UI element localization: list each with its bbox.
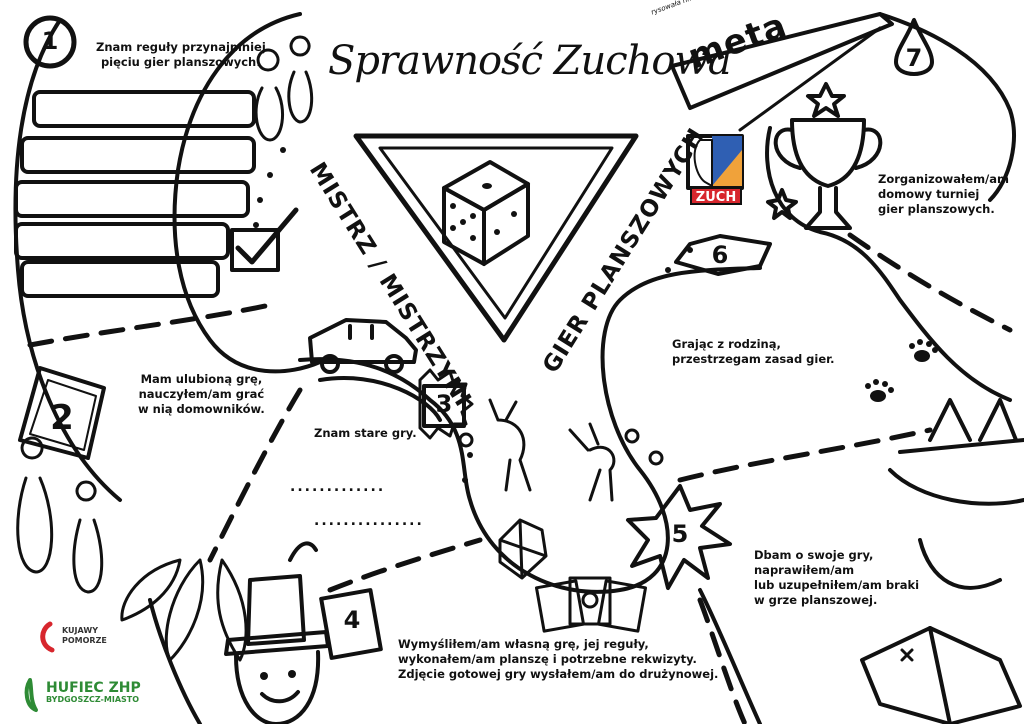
step-7-drop: [894, 18, 934, 76]
board-road-inner: [318, 376, 442, 422]
hufiec-zhp-name: HUFIEC ZHP: [46, 680, 141, 696]
step-6-sign: [674, 234, 772, 276]
zuch-badge-label: ZUCH: [690, 187, 742, 205]
kujawy-pomorze-mark: [40, 621, 55, 653]
step-3-text: Znam stare gry.: [314, 426, 417, 440]
step-7-text: Zorganizowałem/am domowy turniej gier pl…: [878, 172, 1010, 216]
hatter-character: [224, 541, 330, 724]
step-6-number: 6: [711, 241, 729, 269]
feather-icons: [120, 558, 248, 662]
step-3-number: 3: [435, 390, 453, 418]
finish-sign: [670, 12, 894, 110]
hufiec-zhp-logo: HUFIEC ZHP BYDGOSZCZ-MIASTO: [46, 681, 141, 704]
step-1-circle: [23, 15, 77, 69]
pawn-icons-bottom: [16, 436, 104, 594]
step-2-tile: [18, 366, 106, 460]
step-6-text: Grając z rodziną, przestrzegam zasad gie…: [672, 337, 835, 366]
step-5-star: [626, 484, 732, 590]
step-2-text: Mam ulubioną grę, nauczyłem/am grać w ni…: [138, 372, 265, 416]
car-icon: [308, 318, 418, 374]
step-3-box: [422, 384, 466, 428]
board-path-bottom-right: [698, 588, 762, 724]
step-2-number: 2: [50, 398, 74, 438]
step-4-card: [319, 588, 383, 660]
page-title: Sprawność Zuchowa: [328, 38, 732, 84]
dice-icon: [442, 160, 530, 266]
board-path-outer-left: [172, 12, 322, 374]
gem-icon: [498, 518, 548, 580]
hufiec-zhp-subname: BYDGOSZCZ-MIASTO: [46, 695, 140, 704]
board-path-left-edge: [13, 18, 122, 502]
dashed-separators: [27, 232, 1013, 724]
checkbox-icon: [230, 228, 280, 272]
ship-icon: [888, 398, 1024, 590]
map-icon: [860, 626, 1022, 724]
trophy-icon: [766, 82, 883, 230]
step-7-number: 7: [905, 44, 923, 72]
step-4-number: 4: [343, 606, 361, 634]
step-5-number: 5: [671, 520, 689, 548]
kujawy-pomorze-logo: KUJAWY POMORZE: [62, 626, 107, 645]
board-path-right-top: [878, 12, 1016, 202]
step-1-text: Znam reguły przynajmniej pięciu gier pla…: [96, 40, 266, 69]
board-path-right: [765, 126, 1012, 402]
zuch-badge: [686, 134, 744, 190]
step-5-text: Dbam o swoje gry, naprawiłem/am lub uzup…: [754, 548, 920, 607]
rules-list-boxes: [14, 90, 256, 298]
bunny-icons: [458, 398, 664, 502]
zhp-lily-icon: [24, 678, 38, 712]
step-3-line-1: .............: [290, 479, 386, 495]
step-3-burst: [418, 368, 474, 440]
board-path-bottom: [148, 598, 202, 724]
paw-icons: [865, 339, 938, 402]
checkmark-icon: [235, 207, 299, 265]
cards-icon: [534, 576, 648, 633]
step-1-number: 1: [41, 27, 59, 55]
central-triangle: [353, 133, 639, 343]
board-road: [298, 266, 762, 594]
step-3-line-2: ...............: [314, 513, 424, 529]
finish-pole: [738, 26, 882, 132]
step-4-text: Wymyśliłem/am własną grę, jej reguły, wy…: [398, 637, 719, 681]
pawn-icons-top: [254, 35, 314, 142]
